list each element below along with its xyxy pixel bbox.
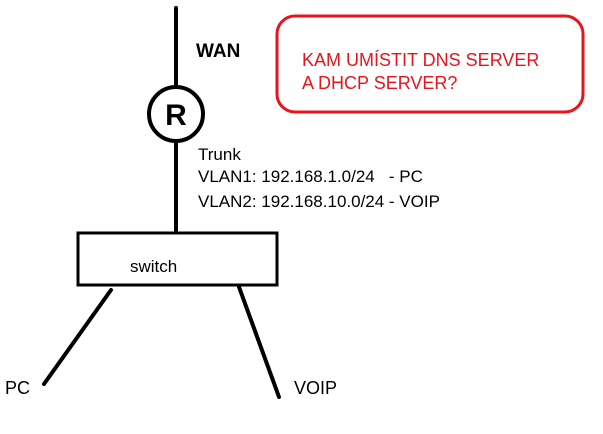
vlan2-label: VLAN2: 192.168.10.0/24 - VOIP: [198, 192, 440, 211]
pc-link: [42, 288, 113, 386]
voip-label: VOIP: [294, 378, 337, 398]
switch-node: [76, 231, 279, 287]
router-label: R: [165, 99, 187, 132]
question-line-2: A DHCP SERVER?: [302, 73, 457, 93]
question-line-1: KAM UMÍSTIT DNS SERVER: [302, 50, 539, 70]
question-box: [275, 14, 585, 114]
trunk-label: Trunk: [198, 145, 241, 164]
switch-label: switch: [130, 257, 177, 276]
vlan1-label: VLAN1: 192.168.1.0/24 - PC: [198, 167, 423, 186]
voip-link: [237, 285, 281, 399]
pc-label: PC: [5, 378, 30, 398]
wan-label: WAN: [196, 41, 240, 62]
